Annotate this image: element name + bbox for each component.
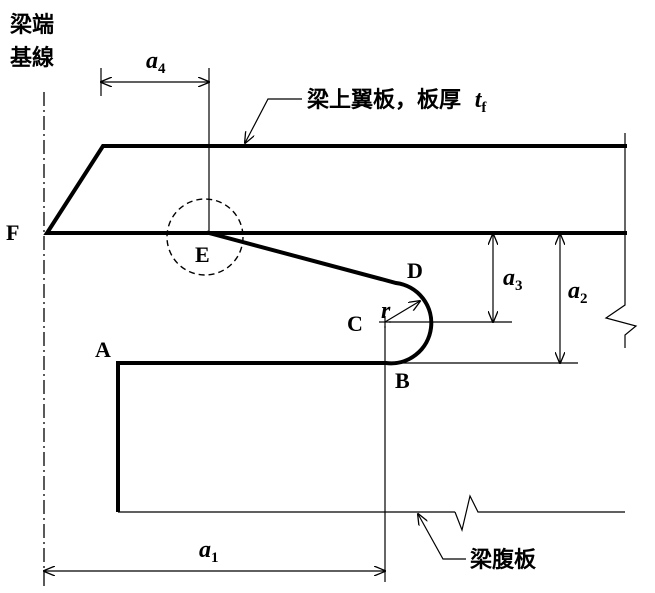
dim-label-a1: a1: [199, 537, 219, 566]
point-label-e: E: [195, 242, 210, 267]
dim-label-a2: a2: [568, 278, 588, 307]
top-flange-thickness-symbol: t: [475, 87, 483, 113]
dim-label-a3: a3: [503, 265, 523, 294]
flange-leader: [245, 98, 302, 143]
web-leader: [418, 514, 466, 560]
point-label-d: D: [407, 258, 423, 283]
flange-break-symbol: [604, 300, 638, 348]
detail-circle-e: [166, 198, 244, 276]
top-flange-label: 梁上翼板，板厚 tf: [306, 87, 487, 116]
radius-arrow: [384, 301, 420, 323]
point-label-c: C: [347, 311, 363, 336]
point-label-f: F: [6, 220, 19, 245]
point-label-b: B: [395, 368, 410, 393]
point-label-a: A: [95, 337, 111, 362]
radius-label: r: [381, 298, 391, 324]
top-flange-label-text: 梁上翼板，板厚: [306, 88, 461, 113]
baseline-label-line2: 基線: [10, 45, 54, 71]
dim-label-a4: a4: [146, 48, 166, 77]
web-label: 梁腹板: [469, 547, 537, 573]
web-access-hole-outline: [116, 230, 434, 512]
baseline-label-line1: 梁端: [9, 13, 54, 38]
top-flange-outline: [43, 144, 627, 235]
top-flange-thickness-subscript: f: [481, 100, 487, 116]
web-break-symbol: [454, 494, 625, 533]
